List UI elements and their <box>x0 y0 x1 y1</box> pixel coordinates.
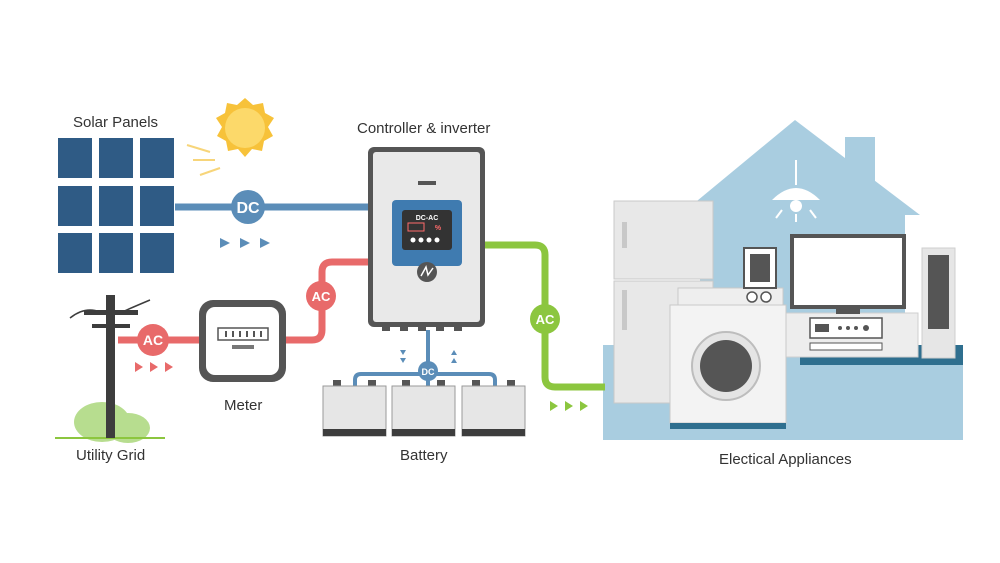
ac-grid-badge-text: AC <box>143 332 163 348</box>
controller-label: Controller & inverter <box>357 120 491 137</box>
flow-arrow-icon <box>135 362 173 372</box>
washing-machine-icon <box>669 247 787 429</box>
flow-arrow-icon <box>550 401 588 411</box>
tv-icon <box>790 234 906 314</box>
dc-solar-badge-text: DC <box>236 200 260 217</box>
sun-icon <box>186 98 274 176</box>
ceiling-lamp-icon <box>772 160 820 222</box>
ac-grid-badge: AC <box>137 324 169 356</box>
ac-meter-badge: AC <box>306 281 336 311</box>
utility-pole-icon <box>55 295 165 443</box>
inverter-icon: DC-AC % <box>368 147 485 331</box>
battery-icon <box>322 380 387 437</box>
inverter-display-symbol: % <box>435 225 442 232</box>
ac-meter-badge-text: AC <box>312 289 331 304</box>
ac-output-badge-text: AC <box>536 312 555 327</box>
speaker-icon <box>921 247 956 359</box>
utility-grid-label: Utility Grid <box>76 447 146 464</box>
solar-panel-icon <box>58 138 174 273</box>
ac-output-badge: AC <box>530 304 560 334</box>
tv-cabinet <box>785 312 919 358</box>
inverter-mode-label: DC-AC <box>416 215 439 222</box>
flow-arrow-icon <box>400 350 457 363</box>
flow-arrow-icon <box>220 238 270 248</box>
appliances-label: Electical Appliances <box>719 451 852 468</box>
meter-icon <box>199 300 286 382</box>
solar-panels-label: Solar Panels <box>73 114 159 131</box>
meter-label: Meter <box>224 397 263 414</box>
dc-solar-badge: DC <box>231 190 265 224</box>
battery-icon <box>391 380 456 437</box>
dc-battery-badge-text: DC <box>422 367 435 377</box>
battery-icon <box>461 380 526 437</box>
battery-label: Battery <box>400 447 448 464</box>
dc-battery-badge: DC <box>418 361 438 381</box>
